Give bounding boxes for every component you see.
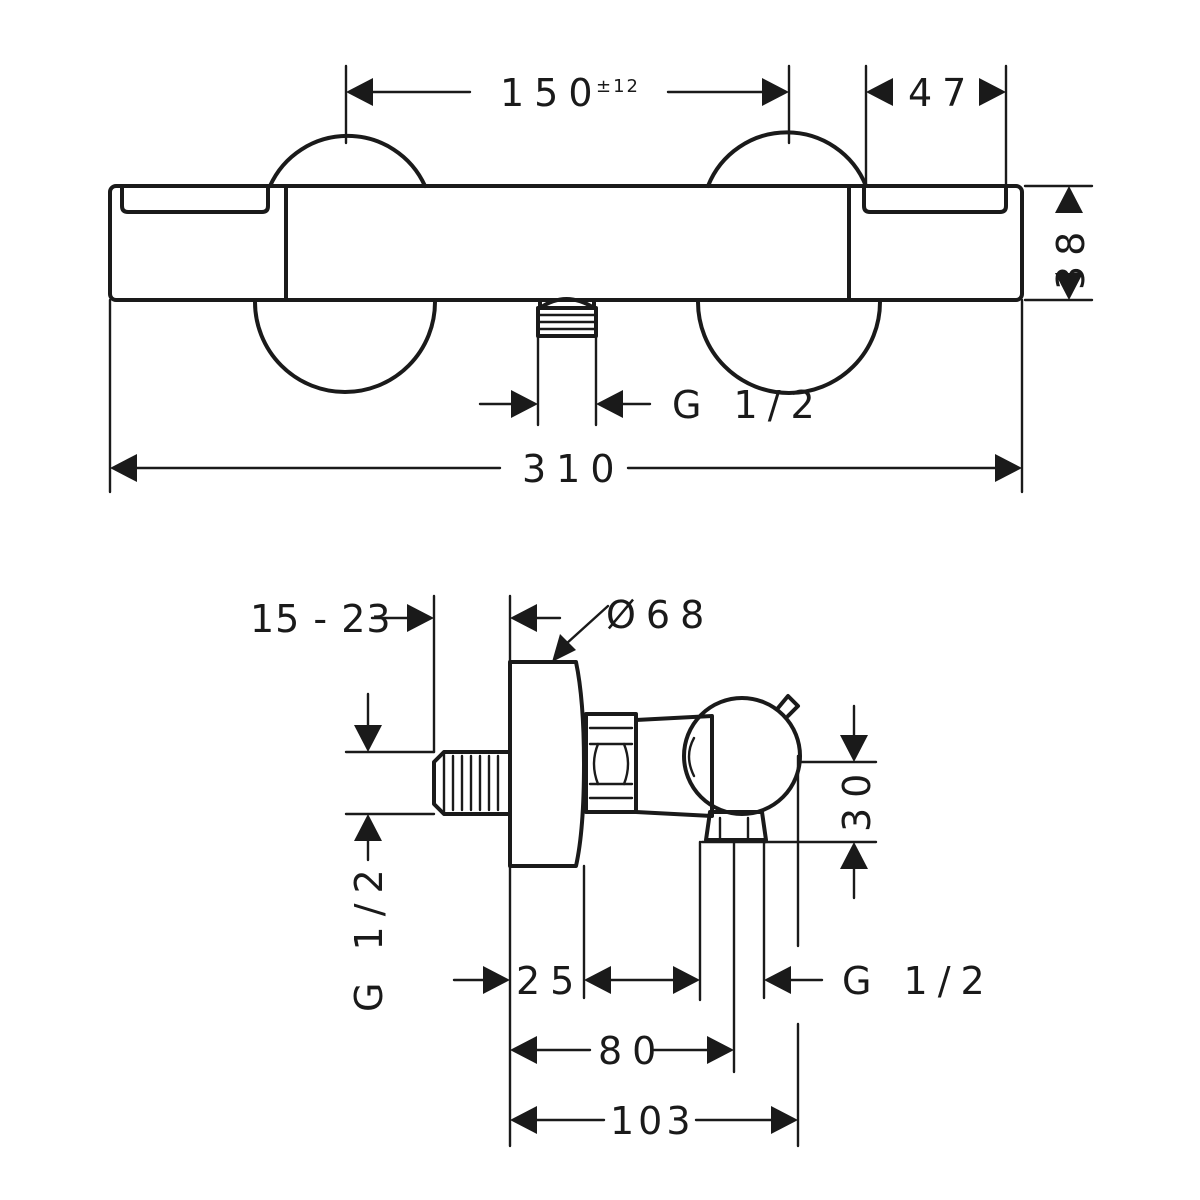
dim-side: 47 — [864, 64, 1008, 188]
dim-depth: 103 — [510, 1099, 798, 1143]
dim-side-label: 47 — [908, 71, 976, 115]
dim-length-label: 310 — [522, 447, 625, 491]
valve-body — [634, 694, 802, 818]
dim-inlet-thread: G 1/2 — [347, 692, 391, 1012]
dim-outlet-side: G 1/2 — [764, 959, 995, 1003]
extension-lines — [344, 594, 878, 1148]
dim-axis: 80 — [510, 1029, 734, 1073]
hex-connector — [584, 712, 638, 814]
dim-outlet-side-label: G 1/2 — [842, 959, 995, 1003]
dim-wall-label: 25 — [516, 959, 584, 1003]
dim-depth-range: 15 - 23 — [250, 597, 434, 641]
dim-spacing-tolerance: ±12 — [596, 76, 640, 97]
dim-spacing-label: 150 — [500, 71, 603, 115]
dim-height-label: 38 — [1049, 222, 1093, 290]
dim-offset-label: 30 — [835, 764, 879, 832]
dim-outlet: G 1/2 — [478, 383, 825, 427]
inlet-thread — [432, 750, 512, 816]
dim-diameter: Ø68 — [510, 593, 714, 662]
side-view: 15 - 23 Ø68 G 1/2 25 — [250, 593, 995, 1148]
dim-diameter-label: Ø68 — [606, 593, 714, 637]
dim-length: 310 — [108, 298, 1024, 494]
dim-offset: 30 — [835, 704, 879, 900]
outlet-nut — [700, 810, 768, 844]
rosette-side — [508, 660, 586, 868]
dim-depth-label: 103 — [610, 1099, 695, 1143]
rosettes — [253, 130, 882, 395]
dim-height: 38 — [1023, 184, 1094, 302]
dim-axis-label: 80 — [598, 1029, 666, 1073]
dim-wall: 25 — [452, 959, 700, 1003]
dim-spacing: 150 ±12 — [344, 64, 791, 145]
front-view: 150 ±12 47 38 G 1/2 — [108, 64, 1094, 494]
mixer-body — [108, 184, 1024, 302]
dim-inlet-thread-label: G 1/2 — [347, 859, 391, 1012]
bottom-outlet — [536, 297, 598, 427]
dim-depth-range-label: 15 - 23 — [250, 597, 392, 641]
dim-outlet-label: G 1/2 — [672, 383, 825, 427]
